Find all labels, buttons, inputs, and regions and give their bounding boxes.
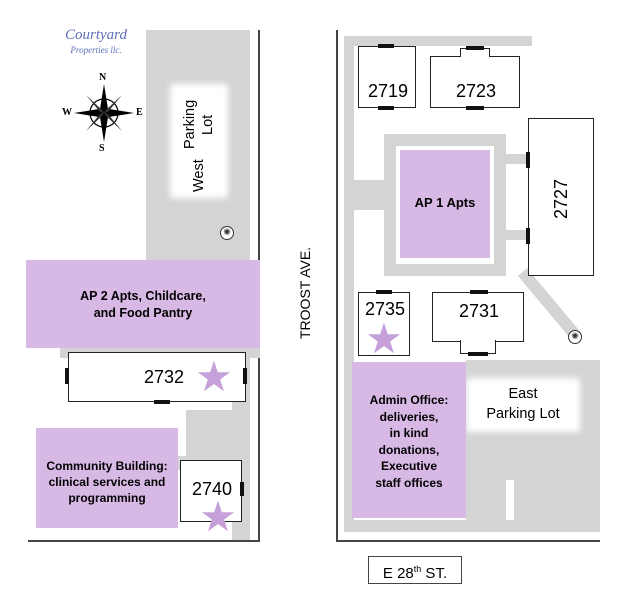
building-2723-number: 2723 [455,81,497,101]
building-2719: 2719 [358,46,416,108]
door-2731-bottom [468,352,488,356]
street-bottom-sup: th [413,564,422,574]
east-walk-to-2727-b [506,230,528,240]
east-walk-ring-bottom [384,264,506,276]
door-2723-top [466,46,484,50]
star-icon: ★ [199,493,237,540]
star-icon: ★ [195,353,233,400]
bottom-curb-west [28,540,260,542]
east-walk-top [344,36,532,46]
troost-ave-label: TROOST AVE. [297,246,313,340]
community-building-area: Community Building: clinical services an… [36,428,178,528]
east-lot-divider [506,480,514,520]
logo-tagline: Properties llc. [70,45,122,55]
building-2740: 2740 [180,460,242,522]
west-lot-line1: West [191,159,207,192]
east-walk-to-2727 [506,154,528,164]
door-2735-top [376,290,392,294]
admin-line3: in kind [389,426,429,440]
building-2735-number: 2735 [364,299,406,319]
admin-line4: donations, [378,442,440,457]
soccer-ball-icon: ✺ [568,330,582,344]
admin-line6: staff offices [375,475,443,490]
west-lot-line2: Parking Lot [182,100,216,150]
ap2-apartments-area: AP 2 Apts, Childcare, and Food Pantry [26,260,260,348]
east-walk-left [344,36,354,532]
east-walk-ring-top [384,134,506,146]
door-2740-right [240,482,244,496]
door-2727-top [526,152,530,168]
compass-rose-icon: N S W E [62,72,146,154]
ap2-line2: and Food Pantry [93,306,193,320]
east-lot-line2: Parking Lot [486,406,560,422]
building-2740-number: 2740 [191,479,233,499]
west-parking-lot-label: West Parking Lot [176,90,222,192]
community-line2: clinical services and [48,475,166,489]
company-logo: Courtyard Properties llc. [60,26,132,64]
logo-name: Courtyard [65,27,127,43]
east-parking-lot-label: East Parking Lot [472,384,574,426]
building-2732: 2732 [68,352,246,402]
east-lot-line1: East [508,386,538,402]
e-28th-street-label: E 28th ST. [368,556,462,584]
community-line3: programming [68,491,146,505]
door-2732-left [65,368,69,384]
bottom-curb-east [336,540,600,542]
building-2727: 2727 [528,118,594,276]
admin-line5: Executive [380,459,438,473]
building-2731-number: 2731 [458,301,500,321]
compass-s: S [99,143,105,154]
door-2732-right [243,368,247,384]
door-2732-bottom [154,400,170,404]
admin-office-area: Admin Office: deliveries, in kind donati… [352,362,466,518]
door-2723-bottom [466,106,484,110]
door-2719-top [378,44,394,48]
admin-line1: Admin Office: [369,393,449,407]
door-2727-bottom [526,228,530,244]
building-2731: 2731 [432,292,524,342]
star-icon: ★ [365,315,403,362]
compass-w: W [62,107,72,118]
building-2719-number: 2719 [367,81,409,101]
street-bottom-rest: ST. [421,565,448,582]
compass-n: N [99,72,107,83]
community-line1: Community Building: [46,459,168,473]
building-2735: 2735 [358,292,410,356]
ap2-line1: AP 2 Apts, Childcare, [80,289,206,303]
east-curb-line [336,30,338,540]
east-walk-left-block [344,180,388,210]
building-2723: 2723 [430,56,520,108]
ap1-apartments-area: AP 1 Apts [400,150,490,258]
compass-e: E [136,107,143,118]
door-2731-top [470,290,488,294]
east-walk-ring-left [384,134,396,276]
west-small-lot [186,410,236,456]
building-2732-number: 2732 [143,367,185,387]
building-2727-number: 2727 [551,178,571,220]
soccer-ball-icon: ✺ [220,226,234,240]
east-walk-diagonal [518,268,579,338]
ap1-label: AP 1 Apts [414,195,476,210]
admin-line2: deliveries, [379,409,439,424]
east-walk-ring-right [494,134,506,276]
door-2719-bottom [378,106,394,110]
east-walk-bottom [344,520,600,532]
street-bottom-base: E 28 [382,565,414,582]
